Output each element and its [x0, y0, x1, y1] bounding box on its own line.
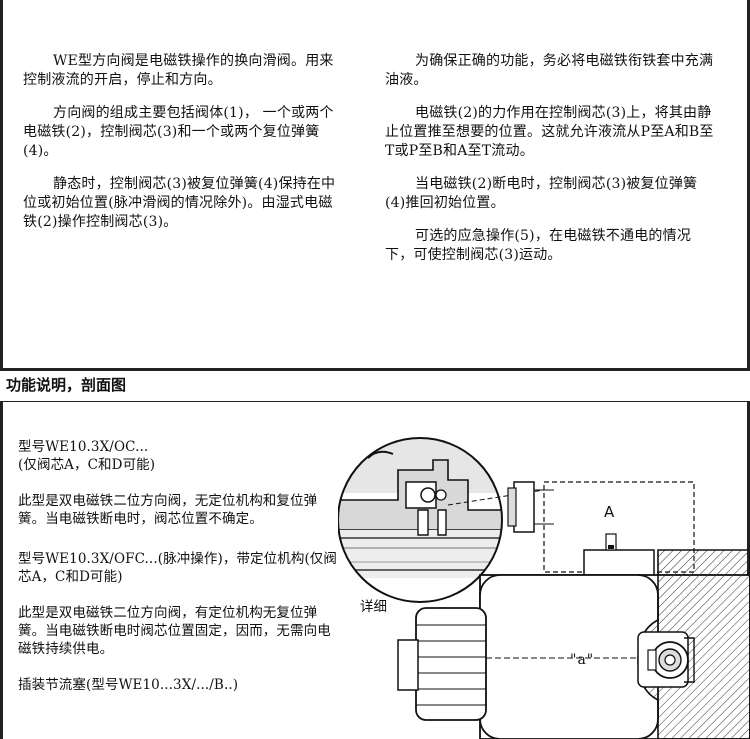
paragraph: 电磁铁(2)的力作用在控制阀芯(3)上，将其由静止位置推至想要的位置。这就允许液… [385, 105, 714, 159]
detail-label: 详细 [360, 599, 387, 615]
port-label-a: A [604, 503, 615, 521]
throttle-note: 插装节流塞(型号WE10...3X/.../B..) [18, 677, 239, 693]
model-note: (仅阀芯A，C和D可能) [18, 457, 156, 473]
connector-plug [507, 481, 554, 533]
paragraph: 为确保正确的功能，务必将电磁铁衔铁套中充满油液。 [385, 53, 714, 88]
model-description: 此型是双电磁铁二位方向阀，有定位机构无复位弹簧。当电磁铁断电时阀芯位置固定，因而… [18, 605, 331, 657]
model-description: 此型是双电磁铁二位方向阀，无定位机构和复位弹簧。当电磁铁断电时，阀芯位置不确定。 [18, 493, 318, 527]
dimension-label-a: "a" [570, 652, 595, 668]
model-code: 型号WE10.3X/OC... [18, 439, 149, 455]
paragraph: 静态时，控制阀芯(3)被复位弹簧(4)保持在中位或初始位置(脉冲滑阀的情况除外)… [23, 176, 336, 230]
ribbed-cap [415, 607, 487, 721]
section-header-band: 功能说明，剖面图 [0, 368, 750, 402]
model-block: 型号WE10.3X/OC... (仅阀芯A，C和D可能) [18, 438, 338, 474]
detail-magnifier [338, 438, 502, 602]
model-descriptions: 型号WE10.3X/OC... (仅阀芯A，C和D可能) 此型是双电磁铁二位方向… [18, 438, 338, 712]
paragraph: WE型方向阀是电磁铁操作的换向滑阀。用来控制液流的开启，停止和方向。 [23, 53, 334, 88]
section-drawing [338, 437, 750, 739]
right-text-column: 为确保正确的功能，务必将电磁铁衔铁套中充满油液。 电磁铁(2)的力作用在控制阀芯… [385, 52, 715, 279]
left-text-column: WE型方向阀是电磁铁操作的换向滑阀。用来控制液流的开启，停止和方向。 方向阀的组… [23, 52, 341, 246]
paragraph: 方向阀的组成主要包括阀体(1)， 一个或两个电磁铁(2)，控制阀芯(3)和一个或… [23, 105, 334, 159]
model-code: 型号WE10.3X/OFC...(脉冲操作)，带定位机构(仅阀芯A，C和D可能) [18, 551, 338, 585]
function-description-section: WE型方向阀是电磁铁操作的换向滑阀。用来控制液流的开启，停止和方向。 方向阀的组… [3, 0, 747, 368]
section-title: 功能说明，剖面图 [6, 376, 127, 394]
paragraph: 可选的应急操作(5)，在电磁铁不通电的情况下，可使控制阀芯(3)运动。 [385, 228, 692, 263]
paragraph: 当电磁铁(2)断电时，控制阀芯(3)被复位弹簧(4)推回初始位置。 [385, 176, 698, 211]
